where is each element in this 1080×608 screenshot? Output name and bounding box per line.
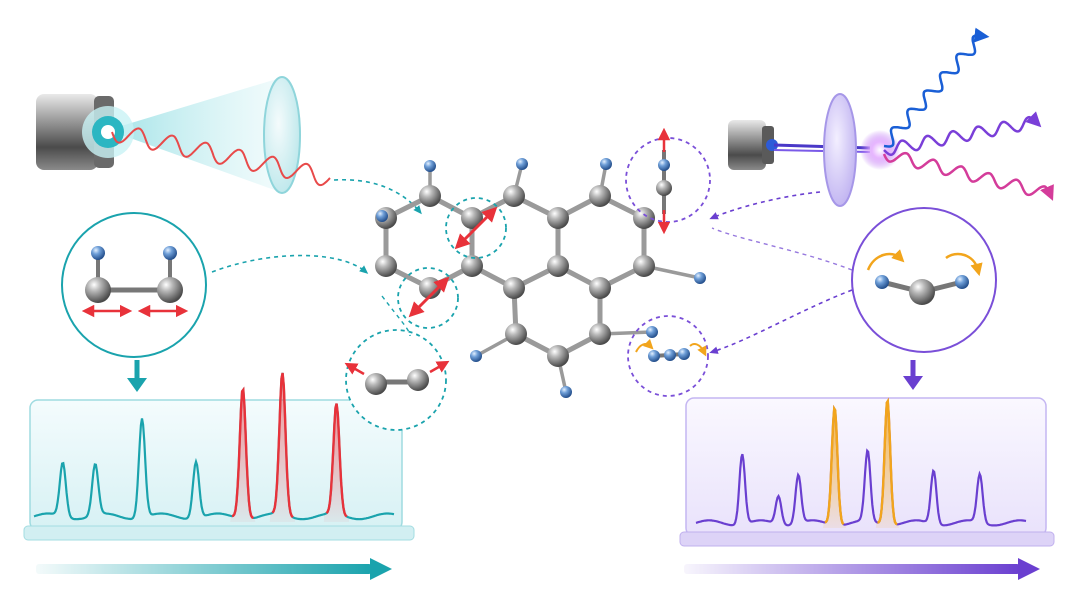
carbon-atom bbox=[589, 185, 611, 207]
raman-stokes-wave bbox=[882, 151, 1054, 201]
hydrogen-atom bbox=[694, 272, 706, 284]
raman-shift-axis-arrow bbox=[684, 558, 1040, 580]
carbon-atom bbox=[547, 255, 569, 277]
ir-beam-cone bbox=[108, 78, 280, 192]
inset-to-molecule-arrow-2 bbox=[709, 289, 853, 354]
raman-filter-disc-icon bbox=[823, 93, 857, 207]
raman-antistokes-wave bbox=[883, 27, 990, 148]
bond-highlight-circle-2 bbox=[397, 267, 459, 329]
highlighted-peak-fill bbox=[823, 408, 847, 528]
highlighted-peak-fill bbox=[323, 403, 349, 522]
carbon-atom bbox=[547, 207, 569, 229]
inset-to-molecule-arrow bbox=[211, 254, 369, 274]
raman-highlight-circle-2 bbox=[627, 315, 709, 397]
polycyclic-aromatic-molecule-icon bbox=[375, 158, 706, 398]
carbon-atom bbox=[419, 185, 441, 207]
bond-highlight-circle bbox=[445, 197, 507, 259]
hydrogen-atom bbox=[424, 160, 436, 172]
ir-to-molecule-arrow bbox=[333, 178, 422, 215]
inset-to-molecule-arrow-3 bbox=[711, 227, 853, 271]
carbon-atom bbox=[505, 323, 527, 345]
hydrogen-atom bbox=[376, 210, 388, 222]
scatter-point-glow bbox=[860, 130, 900, 170]
carbon-atom bbox=[633, 255, 655, 277]
stretching-vibration-inset-icon bbox=[61, 212, 207, 358]
carbon-atom bbox=[461, 255, 483, 277]
carbon-atom bbox=[547, 345, 569, 367]
highlighted-peak bbox=[325, 403, 348, 518]
highlighted-peak bbox=[231, 386, 254, 520]
highlighted-peak-fill bbox=[230, 389, 256, 522]
carbon-atom bbox=[503, 277, 525, 299]
ir-wave bbox=[111, 127, 331, 187]
raman-rayleigh-wave bbox=[883, 111, 1042, 157]
ir-absorption-spectrum bbox=[23, 372, 415, 541]
hydrogen-atom bbox=[516, 158, 528, 170]
hydrogen-atom bbox=[600, 158, 612, 170]
purple-down-arrow bbox=[903, 360, 923, 390]
inset-connector bbox=[381, 295, 411, 337]
carbon-atom bbox=[503, 185, 525, 207]
ir-lens-icon bbox=[263, 76, 301, 194]
carbon-atom bbox=[375, 255, 397, 277]
highlighted-peak-fill bbox=[269, 373, 295, 522]
highlighted-peak bbox=[824, 404, 845, 525]
wavenumber-axis-arrow bbox=[36, 558, 392, 580]
hydrogen-atom bbox=[470, 350, 482, 362]
hydrogen-atom bbox=[646, 326, 658, 338]
bending-vibration-inset-icon bbox=[851, 207, 997, 353]
bond-stretch-arrow bbox=[454, 206, 498, 250]
carbon-atom bbox=[589, 277, 611, 299]
highlighted-peak bbox=[271, 372, 294, 518]
raman-to-molecule-arrow bbox=[709, 191, 821, 220]
teal-down-arrow bbox=[127, 360, 147, 392]
carbon-atom bbox=[633, 207, 655, 229]
carbon-atom bbox=[589, 323, 611, 345]
bond-stretch-arrow-2 bbox=[408, 276, 450, 318]
bend-vibration-inset-small bbox=[344, 329, 450, 431]
highlighted-peak bbox=[877, 397, 898, 526]
raman-highlight-circle bbox=[625, 137, 711, 223]
infrared-laser-source-icon bbox=[36, 78, 280, 192]
highlighted-peak-fill bbox=[875, 401, 899, 528]
raman-scattering-spectrum bbox=[679, 397, 1055, 547]
spectrum-line bbox=[695, 397, 1027, 527]
hydrogen-atom bbox=[560, 386, 572, 398]
